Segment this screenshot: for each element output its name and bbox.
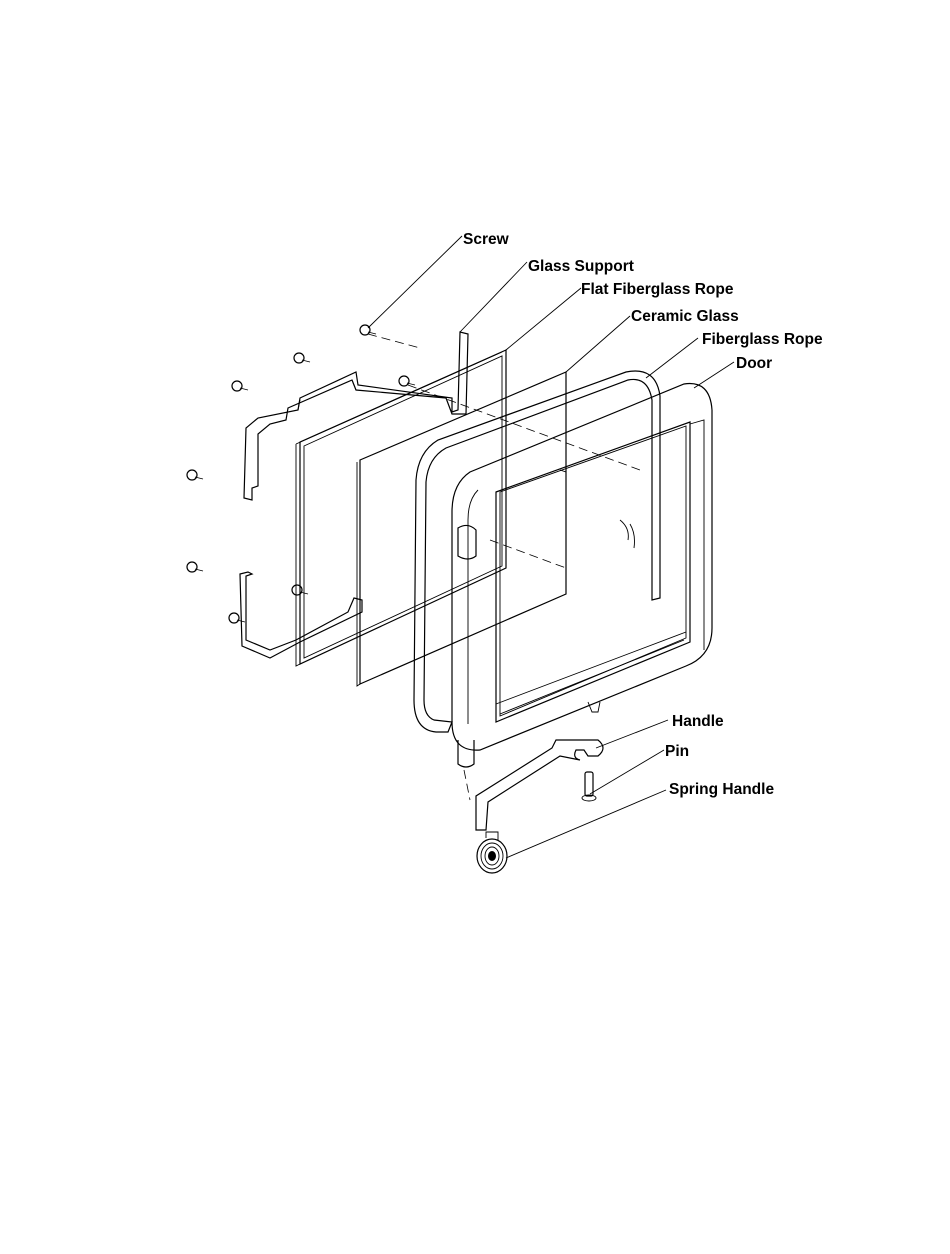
label-pin: Pin <box>665 743 689 760</box>
screw-1 <box>360 325 376 335</box>
label-handle: Handle <box>672 713 724 730</box>
pin-part <box>582 772 596 801</box>
fiberglass-rope-part <box>414 371 660 732</box>
label-glass-support: Glass Support <box>528 258 634 275</box>
label-flat-fiberglass-rope: Flat Fiberglass Rope <box>581 281 734 298</box>
ceramic-glass-part <box>357 372 566 686</box>
label-door: Door <box>736 355 772 372</box>
screw-4 <box>399 376 415 386</box>
flat-fiberglass-rope-part <box>296 350 506 666</box>
glass-support-part <box>240 332 468 658</box>
spring-handle-part <box>477 832 507 873</box>
screw-5 <box>187 470 203 480</box>
label-ceramic-glass: Ceramic Glass <box>631 308 739 325</box>
assembly-lines <box>368 334 640 800</box>
label-screw: Screw <box>463 231 510 248</box>
screw-6 <box>187 562 203 572</box>
handle-part <box>476 740 603 830</box>
label-spring-handle: Spring Handle <box>669 781 774 798</box>
leader-lines <box>368 236 734 858</box>
screws <box>187 325 415 623</box>
screw-3 <box>232 381 248 391</box>
screw-2 <box>294 353 310 363</box>
label-fiberglass-rope: Fiberglass Rope <box>702 331 823 348</box>
screw-7 <box>229 613 245 623</box>
